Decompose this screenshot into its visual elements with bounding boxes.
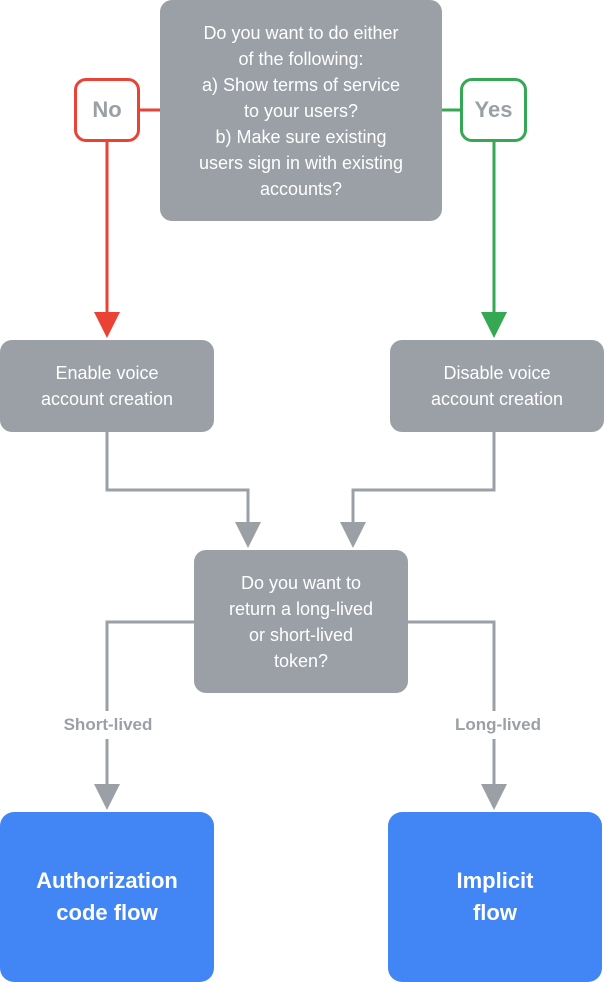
short-lived-connector: [105, 620, 195, 786]
authorization-code-flow-node: Authorization code flow: [0, 812, 214, 982]
yes-arrowhead: [481, 312, 507, 338]
no-label: No: [74, 78, 140, 142]
disable-arrowhead: [340, 522, 366, 548]
no-arrowhead: [94, 312, 120, 338]
enable-arrowhead: [235, 522, 261, 548]
disable-voice-account-creation-node: Disable voice account creation: [390, 340, 604, 432]
short-lived-arrowhead: [94, 784, 120, 810]
enable-to-question2-connector: [105, 432, 250, 524]
long-lived-arrowhead: [481, 784, 507, 810]
question1-text: Do you want to do either of the followin…: [198, 22, 404, 199]
implicit-flow-node: Implicit flow: [388, 812, 602, 982]
disable-to-question2-connector: [351, 432, 496, 524]
question-token-lifetime: Do you want to return a long-lived or sh…: [194, 550, 408, 693]
short-lived-label: Short-lived: [48, 711, 168, 739]
long-lived-label: Long-lived: [440, 711, 556, 739]
enable-voice-account-creation-node: Enable voice account creation: [0, 340, 214, 432]
question-terms-or-existing-accounts: Do you want to do either of the followin…: [160, 0, 442, 221]
yes-label: Yes: [460, 78, 527, 142]
long-lived-connector: [407, 620, 496, 786]
